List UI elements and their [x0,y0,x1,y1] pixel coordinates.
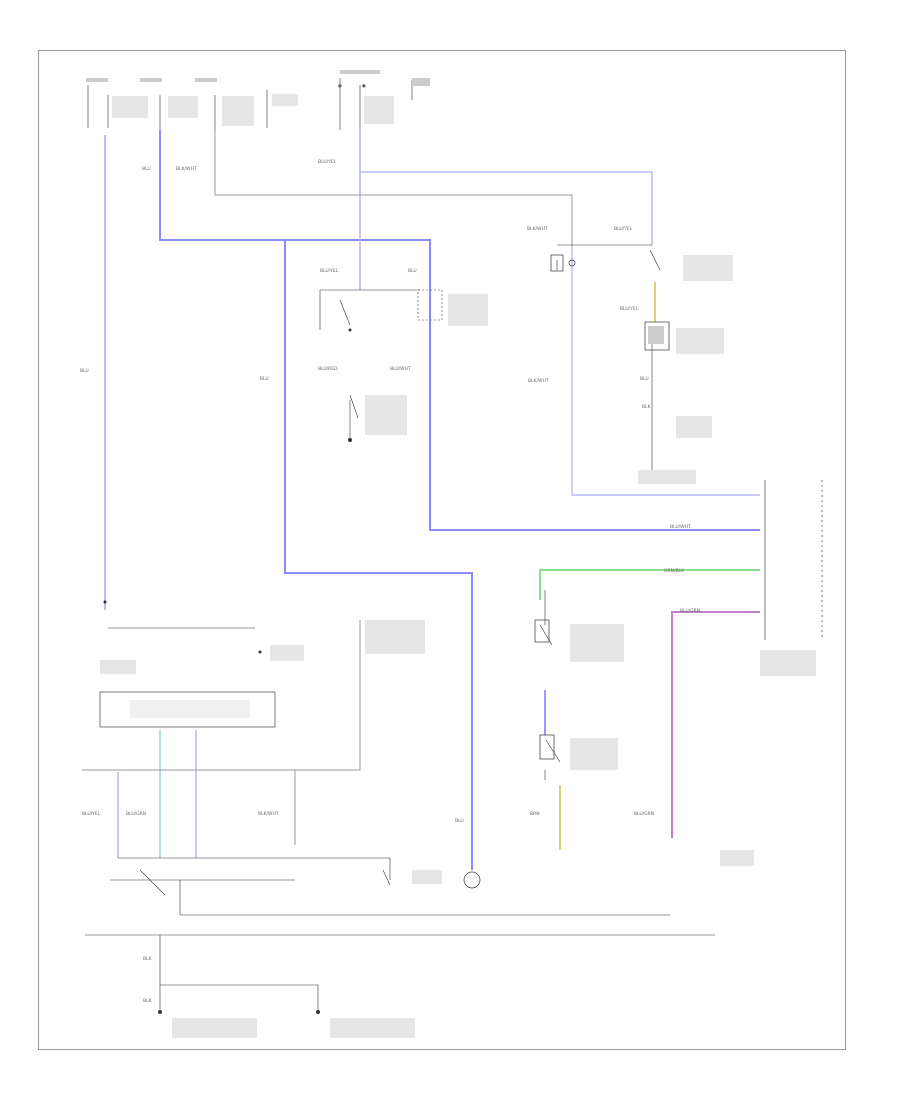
label-blu-wht-lower: BLU/WHT [670,524,691,530]
label-blu-yel-lower: BLU/YEL [82,811,101,817]
connector-block [760,480,823,676]
label-blu-lower: BLU [640,376,649,382]
relay-box [417,289,488,326]
label-blk-wht-side: BLK/WHT [528,378,549,384]
fuse-dot-2: ● [338,84,342,89]
wire-purple [671,611,760,838]
fuse-tag-2 [140,78,162,82]
fuse-text-block-5 [364,96,394,124]
label-blk-bottom-2: BLK [143,998,153,1004]
fuse-tag-4 [340,70,380,74]
label-blu-wht: BLU/WHT [390,366,411,372]
wire-right-top [360,171,653,245]
fuse-tag-5 [412,78,430,86]
blower-switch [110,869,481,915]
label-blk-wht-top: BLK/WHT [176,166,197,172]
label-blu-yel-right: BLU/YEL [614,226,633,232]
wire-switch-bus [118,857,391,880]
label-grn-blk: GRN/BLK [664,568,685,574]
top-fuse-group: ● ● [86,70,430,130]
resistor-box [99,660,276,728]
label-blu-grn-lower: BLU/GRN [126,811,146,817]
fuse-tag-3 [195,78,217,82]
switch-right-1 [534,619,624,662]
label-blu-mid: BLU [408,268,417,274]
label-blu-grn-right: BLU/GRN [634,811,654,817]
label-blu-yel-mid: BLU/YEL [320,268,339,274]
label-blk-wht-right: BLK/WHT [527,226,548,232]
blue-wires [104,128,760,870]
label-blu-yel-switch: BLU/YEL [620,306,639,312]
ground-symbols [103,600,754,1038]
label-brown: BRN [530,811,540,817]
label-blu-vertical: BLU [260,376,269,382]
gray-wires [82,130,715,1012]
fuse-text-block-3 [222,96,254,126]
wire-right-side [571,245,760,496]
wire-labels: BLU BLU BLK/WHT BLU/YEL BLU/YEL BLK/WHT … [80,159,700,1004]
label-blk-lower: BLK [642,404,652,410]
wire-blk-top [214,130,573,245]
label-blk-bottom-1: BLK [143,956,153,962]
fuse-text-block-2 [168,96,198,118]
upper-switch [339,299,407,442]
label-blu-right-lower: BLU [455,818,464,824]
label-bl-top: BLU [142,166,151,172]
fuse-tag-1 [86,78,108,82]
label-blu-grn: BLU/GRN [680,608,700,614]
wire-ground-split [159,935,319,1012]
switch-right-2 [539,734,618,770]
label-blu-red: BLU/RED [318,366,338,372]
fuse-dot-1: ● [362,84,366,89]
top-right-relay [550,249,733,281]
diagram-frame [38,50,846,1050]
colored-wires [539,282,760,850]
fuse-text-block-4 [272,94,298,106]
wire-center-drop [284,240,473,870]
sensor-module [638,321,724,484]
wire-green [539,569,760,600]
wire-bottom-bus [82,620,361,771]
wire-main-bus [159,130,760,531]
label-bl-left: BLU [80,368,89,374]
label-blk-wht-lower: BLK/WHT [258,811,279,817]
fuse-text-block-1 [112,96,148,118]
label-blu-yel-top: BLU/YEL [318,159,337,165]
